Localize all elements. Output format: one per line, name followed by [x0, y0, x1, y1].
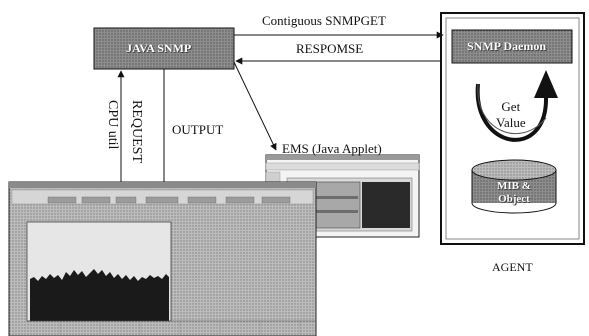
- snmp-daemon-box: [451, 29, 573, 64]
- snmpget-label: Contiguous SNMPGET: [262, 13, 386, 28]
- snmp-daemon-label: SNMP Daemon: [467, 39, 546, 53]
- get-value-label: Get Value: [496, 99, 526, 130]
- get-value-curve: [475, 70, 558, 142]
- agent-label: AGENT: [492, 260, 533, 274]
- ems-label: EMS (Java Applet): [282, 141, 382, 156]
- request-label: REQUEST: [129, 100, 144, 163]
- agent-frame-inner: [445, 17, 580, 240]
- mib-cylinder: [471, 159, 557, 214]
- output-label: OUTPUT: [172, 122, 224, 137]
- response-label: RESPOMSE: [296, 41, 364, 56]
- cpu-util-label: CPU util: [105, 100, 120, 150]
- java-snmp-box: [93, 27, 235, 70]
- cpu-usage-graph: [30, 269, 169, 321]
- cpu-monitor-window: [8, 181, 317, 336]
- output-ems-arrow: [233, 61, 277, 151]
- java-snmp-label: JAVA SNMP: [126, 41, 192, 55]
- mib-object-label: MIB & Object: [497, 180, 531, 205]
